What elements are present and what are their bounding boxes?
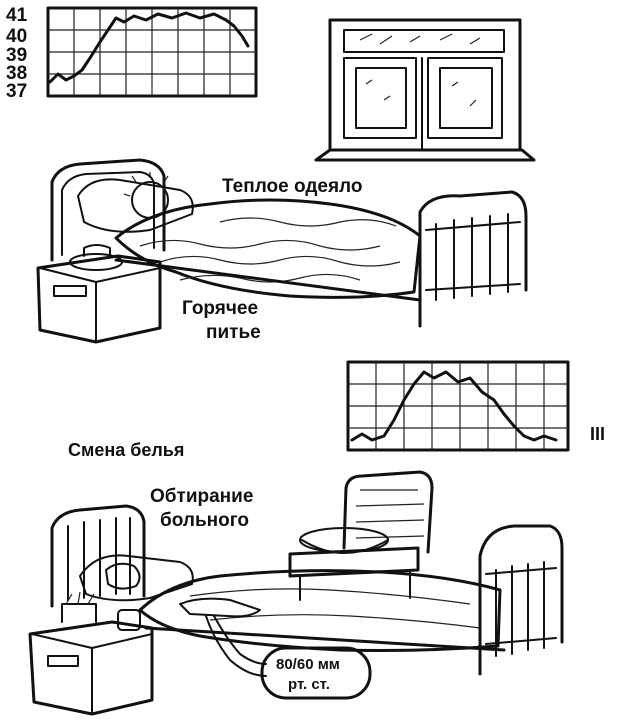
stage-marker: III [590, 424, 606, 444]
label-warm-blanket: Теплое одеяло [222, 176, 363, 197]
temperature-curve-top [48, 11, 250, 84]
label-hot-drink-2: питье [206, 322, 261, 343]
label-wiping-1: Обтирание [150, 486, 254, 507]
temperature-curve-middle [350, 370, 558, 442]
label-hot-drink-1: Горячее [182, 298, 259, 319]
label-pressure-2: рт. ст. [288, 676, 330, 693]
label-linen-change: Смена белья [68, 440, 185, 460]
temperature-chart-top [46, 6, 258, 98]
temperature-chart-middle [346, 360, 570, 452]
chart-tick-41: 41 [6, 5, 28, 26]
window [314, 18, 536, 162]
chart-tick-39: 39 [6, 45, 28, 66]
label-pressure-1: 80/60 мм [276, 656, 340, 673]
bed-warm-scene [36, 158, 528, 344]
chart-tick-40: 40 [6, 26, 28, 47]
label-wiping-2: больного [160, 510, 249, 531]
bed-wiping-scene [28, 470, 564, 716]
chart-tick-37: 37 [6, 81, 28, 102]
chart-tick-38: 38 [6, 63, 28, 84]
